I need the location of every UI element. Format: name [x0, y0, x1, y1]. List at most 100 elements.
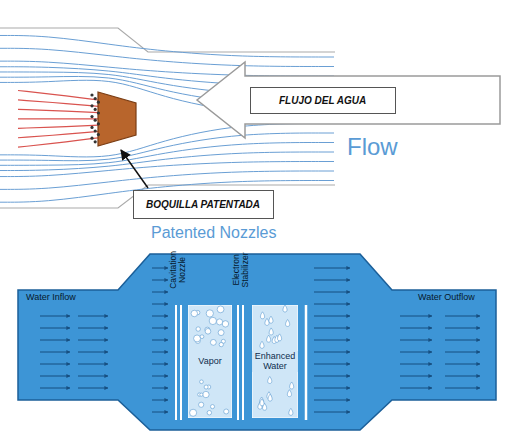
bubble: [90, 126, 93, 129]
flow-streak: [314, 412, 350, 413]
water-drop: [289, 408, 293, 415]
vapor-bubble: [209, 317, 216, 324]
bubble: [94, 97, 97, 100]
vapor-bubble: [219, 342, 223, 346]
flow-streak: [314, 352, 350, 353]
pipe: [18, 254, 496, 430]
section-heading: Cavitation Nozzle: [169, 249, 187, 291]
water-drop: [278, 334, 282, 341]
flow-streak: [445, 328, 480, 329]
bubble: [97, 111, 100, 114]
bubbles: [90, 93, 100, 143]
jet-line: [18, 125, 98, 128]
vapor-bubble: [204, 385, 208, 389]
flow-streak: [78, 364, 108, 365]
water-drop: [268, 394, 272, 401]
bubble: [94, 108, 97, 111]
streamline: [0, 61, 334, 76]
streamline: [0, 133, 334, 161]
flow-streak: [40, 340, 70, 341]
jet-line: [18, 109, 98, 112]
flow-streak: [314, 304, 350, 305]
flow-streak: [314, 280, 350, 281]
flow-streak: [400, 328, 432, 329]
flow-streak: [40, 328, 70, 329]
flow-streak: [445, 388, 480, 389]
flow-streak: [314, 268, 350, 269]
flow-streak: [152, 364, 168, 365]
flow-streak: [40, 316, 70, 317]
flow-streak: [40, 364, 70, 365]
flow-streak: [445, 364, 480, 365]
cavitation-jets: [18, 91, 98, 148]
flow-streak: [152, 340, 168, 341]
vapor-bubble: [196, 327, 200, 331]
vapor-bubble: [217, 319, 223, 325]
panel-rect: [188, 305, 232, 418]
vapor-bubble: [200, 380, 204, 384]
vapor-bubble: [222, 321, 228, 327]
node-text: BOQUILLA PATENTADA: [146, 199, 261, 210]
jet-line: [18, 138, 98, 147]
water-drop: [283, 305, 287, 312]
water-drop: [260, 341, 264, 348]
outlet-bar: [305, 305, 308, 420]
flow-streak: [78, 352, 108, 353]
bubble: [90, 93, 93, 96]
bubble: [94, 140, 97, 143]
streamline: [0, 35, 334, 57]
flow-streak: [152, 280, 168, 281]
vapor-bubble: [203, 391, 209, 397]
flow-streak: [78, 388, 108, 389]
vapor-bubble: [191, 310, 197, 316]
water-drop: [268, 376, 272, 383]
label-box: FLUJO DEL AGUA: [250, 87, 396, 114]
caption-text: Flow: [347, 133, 398, 161]
vapor-bubble: [224, 409, 229, 414]
vapor-bubble: [210, 339, 216, 345]
stabilizer-bar: [237, 305, 239, 420]
vapor-bubble: [218, 330, 224, 336]
flow-streak: [314, 292, 350, 293]
water-drop: [286, 319, 290, 326]
vapor-bubble: [200, 335, 204, 339]
flow-streak: [400, 352, 432, 353]
flow-streak: [400, 340, 432, 341]
vapor-bubble: [205, 328, 211, 334]
flow-streak: [314, 316, 350, 317]
water-drop: [265, 318, 269, 325]
bubble: [90, 104, 93, 107]
channel-wall: [0, 28, 335, 52]
vapor-bubble: [200, 393, 203, 396]
node-text: Vapor: [196, 356, 223, 368]
section-heading: Electron Stabilizer: [232, 249, 250, 291]
flow-streak: [78, 316, 108, 317]
streamline: [0, 162, 334, 177]
flow-label: Water Inflow: [26, 292, 76, 302]
flow-streak: [314, 400, 350, 401]
flow-streak: [400, 364, 432, 365]
flow-streak: [314, 328, 350, 329]
bubble: [94, 119, 97, 122]
bubble: [97, 122, 100, 125]
flow-streak: [78, 376, 108, 377]
vapor-bubble: [210, 405, 214, 409]
label-box: BOQUILLA PATENTADA: [133, 190, 274, 219]
water-drop: [290, 382, 294, 389]
vapor-bubble: [217, 306, 224, 313]
vapor-bubble: [199, 402, 204, 407]
vapor-bubble: [194, 335, 201, 342]
vapor-bubble: [190, 409, 197, 416]
nozzle-bar: [180, 305, 182, 420]
flow-streak: [40, 376, 70, 377]
flow-streak: [78, 328, 108, 329]
flow-streak: [40, 352, 70, 353]
bubble: [97, 101, 100, 104]
flow-streak: [40, 388, 70, 389]
nozzle: [98, 92, 136, 146]
water-drop: [287, 390, 291, 397]
flow-streak: [78, 340, 108, 341]
flow-streak: [152, 388, 168, 389]
water-drop: [260, 312, 264, 319]
flow-streak: [445, 340, 480, 341]
